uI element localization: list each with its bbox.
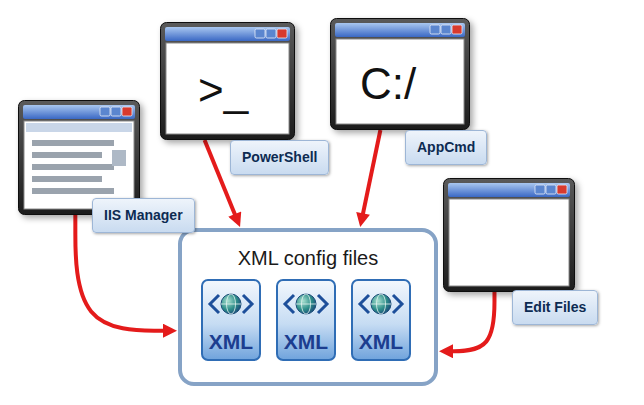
tool-label: Edit Files	[512, 290, 598, 325]
xml-file: XML	[350, 278, 412, 362]
config-container: XML config filesXML XML XML	[178, 228, 438, 386]
config-arrow	[362, 130, 381, 220]
tool-label: AppCmd	[405, 130, 487, 165]
container-title: XML config files	[182, 246, 434, 270]
tool-window: Edit Files	[443, 178, 575, 292]
tool-window: C:/AppCmd	[330, 18, 470, 130]
file-type: XML	[200, 330, 262, 354]
xml-file: XML	[275, 278, 337, 362]
file-type: XML	[275, 330, 337, 354]
tool-label: IIS Manager	[92, 198, 195, 233]
tool-label: PowerShell	[230, 140, 329, 175]
config-arrow	[446, 292, 494, 351]
xml-file: XML	[200, 278, 262, 362]
console-prompt: >_	[198, 68, 248, 112]
console-prompt: C:/	[360, 62, 416, 106]
window-graphic	[443, 178, 575, 292]
tool-window: IIS Manager	[18, 100, 140, 215]
tool-window: >_PowerShell	[160, 22, 295, 140]
file-type: XML	[350, 330, 412, 354]
